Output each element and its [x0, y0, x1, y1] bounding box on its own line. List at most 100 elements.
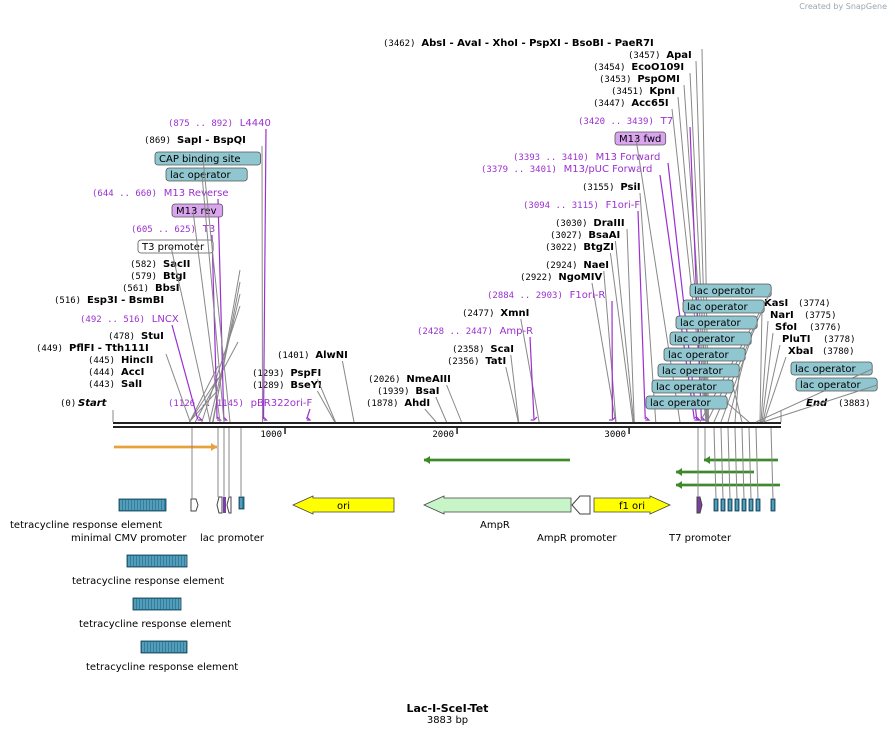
site-position: (2477): [462, 309, 495, 319]
restriction-site-label: (443)SalI: [88, 379, 142, 390]
site-position: (3462): [383, 39, 416, 49]
lac-repressor-arrow: [114, 443, 217, 451]
feature-box-label: lac operator: [795, 364, 856, 375]
feature-label: minimal CMV promoter: [71, 533, 187, 544]
site-name: TatI: [485, 356, 506, 367]
site-position: (516): [54, 296, 81, 306]
site-position: (1878): [366, 399, 399, 409]
feature-label: AmpR promoter: [537, 533, 617, 544]
restriction-site-label: (3462)AbsI - AvaI - XhoI - PspXI - BsoBI…: [383, 38, 654, 49]
restriction-site-label: KasI(3774): [764, 298, 831, 309]
site-name: BtgI: [163, 271, 186, 282]
feature-box: [663, 347, 746, 362]
leader-line: [762, 344, 781, 423]
feature-drop-line: [734, 427, 738, 500]
feature-leader: [635, 138, 681, 423]
primer-name: T3: [202, 224, 215, 235]
feature-box: [790, 361, 873, 376]
feature-arrow: [593, 495, 671, 515]
primer-label: (3420 .. 3439)T7: [578, 116, 673, 127]
site-name: Acc65I: [631, 98, 668, 109]
ruler-tick-label: 2000: [432, 430, 454, 440]
site-name: NarI: [770, 310, 794, 321]
primer-binding-arrow: [197, 416, 204, 421]
site-position: (1289): [252, 381, 285, 391]
feature-leader: [762, 384, 878, 423]
snapgene-watermark: Created by SnapGene: [799, 2, 887, 11]
site-position: (3155): [582, 183, 615, 193]
start-label: Start: [78, 398, 108, 409]
site-name: XbaI: [788, 346, 813, 357]
leader-line: [212, 269, 241, 423]
primer-leader: [659, 174, 695, 420]
site-position: (3447): [593, 99, 626, 109]
feature-box: [645, 395, 728, 410]
primer-binding-arrow: [263, 416, 268, 421]
primer-binding-arrow: [530, 416, 538, 421]
feature-drop-line: [713, 427, 717, 500]
restriction-site-label: (2924) NaeI: [545, 260, 609, 271]
site-position: (3027): [550, 231, 583, 241]
restriction-site-label: (1878) AhdI: [366, 398, 430, 409]
site-name: PspOMI: [637, 74, 679, 85]
feature-leader: [192, 210, 221, 423]
feature-box: [682, 299, 765, 314]
start-position: (0): [60, 399, 76, 409]
restriction-site-label: (3451)KpnI: [611, 86, 675, 97]
restriction-site-label: (579)BtgI: [130, 271, 186, 282]
site-name: NmeAIII: [406, 374, 450, 385]
site-position: (1939): [377, 387, 410, 397]
site-position: (1401): [277, 351, 310, 361]
ori-feature: ori: [292, 495, 395, 515]
primer-name: T7: [660, 116, 673, 127]
site-name: NaeI: [583, 260, 609, 271]
feature-box-label: lac operator: [662, 366, 723, 377]
feature-leader: [734, 370, 740, 423]
feature-leader: [170, 246, 211, 423]
feature-label: tetracycline response element: [86, 662, 238, 673]
feature-box-label: lac operator: [668, 350, 729, 361]
promoter-glyph: [226, 496, 232, 514]
site-position: (3454): [593, 63, 626, 73]
primer-label: (2428 .. 2447)Amp-R: [417, 326, 533, 337]
site-position: (3778): [823, 335, 856, 345]
primer-binding-arrow: [645, 416, 651, 421]
leader-line: [609, 252, 634, 423]
primer-name: M13 Reverse: [164, 188, 229, 199]
restriction-site-label: (3155)PsiI: [582, 182, 641, 193]
leader-line: [591, 282, 617, 423]
leader-line: [201, 305, 241, 423]
site-name: AhdI: [404, 398, 430, 409]
direction-arrow: [676, 481, 780, 489]
ampr-feature: [423, 495, 572, 515]
leader-line: [435, 396, 448, 423]
site-position: (449): [36, 344, 63, 354]
feature-arrow-label: ori: [337, 501, 350, 512]
feature-leader: [732, 386, 743, 423]
site-name: BtgZI: [583, 242, 614, 253]
feature-box: [669, 331, 752, 346]
primer-label: (605 .. 625)T3: [131, 224, 215, 235]
site-name: ScaI: [490, 344, 514, 355]
primer-leader: [171, 324, 199, 420]
site-position: (2924): [545, 261, 578, 271]
primer-leader: [262, 128, 267, 420]
feature-drop-line: [741, 427, 745, 500]
feature-box-label: lac operator: [656, 382, 717, 393]
restriction-site-label: XbaI(3780): [788, 346, 855, 357]
primer-binding-arrow: [217, 416, 222, 421]
site-name: SapI - BspQI: [177, 135, 246, 146]
feature-leader: [727, 354, 746, 423]
restriction-site-label: (3453)PspOMI: [599, 74, 680, 85]
site-position: (2026): [368, 375, 401, 385]
feature-box-label: lac operator: [687, 302, 748, 313]
plasmid-length: 3883 bp: [426, 715, 469, 726]
site-position: (2922): [520, 273, 553, 283]
restriction-site-label: (561)BbsI: [122, 283, 179, 294]
site-name: XmnI: [500, 308, 529, 319]
primer-range: (2884 .. 2903): [487, 291, 563, 301]
feature-leader: [202, 158, 231, 423]
primer-name: Amp-R: [500, 326, 534, 337]
site-position: (445): [88, 356, 115, 366]
feature-box: [651, 379, 734, 394]
